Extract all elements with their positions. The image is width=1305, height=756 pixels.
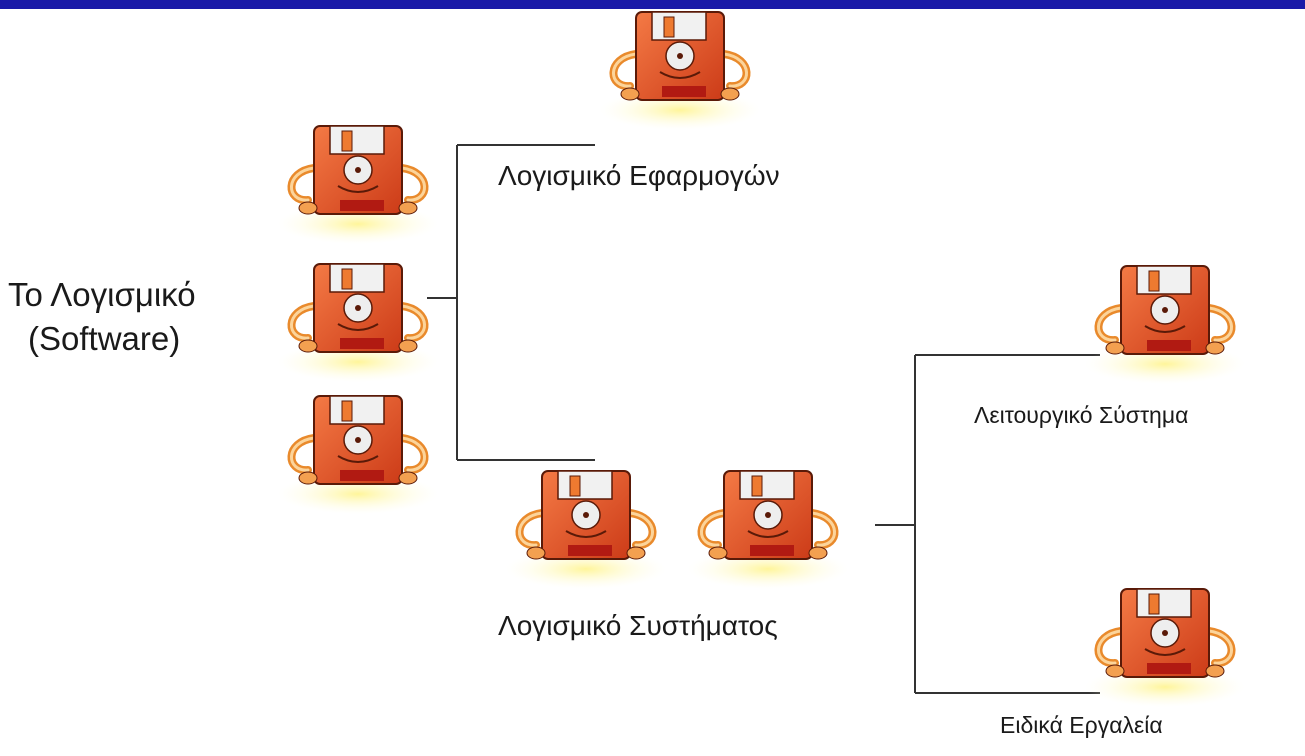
floppy-disk-icon (1085, 589, 1245, 707)
floppy-disk-icon (688, 471, 848, 589)
root-label-line2: (Software) (28, 320, 181, 357)
title-bar (0, 0, 1305, 9)
operating-system-label: Λειτουργικό Σύστημα (974, 402, 1189, 428)
connector-lines (427, 144, 1100, 694)
floppy-disk-icon (1085, 266, 1245, 384)
floppy-disk-icon (278, 396, 438, 514)
floppy-disk-icon (600, 12, 760, 130)
application-software-label: Λογισμικό Εφαρμογών (498, 160, 780, 191)
utilities-label: Ειδικά Εργαλεία (1000, 712, 1163, 738)
floppy-disk-icon (506, 471, 666, 589)
floppy-disk-icon (278, 264, 438, 382)
floppy-disk-icon (278, 126, 438, 244)
root-node-label: Το Λογισμικό (Software) (8, 273, 196, 361)
system-software-label: Λογισμικό Συστήματος (498, 610, 778, 641)
root-label-line1: Το Λογισμικό (8, 276, 196, 313)
